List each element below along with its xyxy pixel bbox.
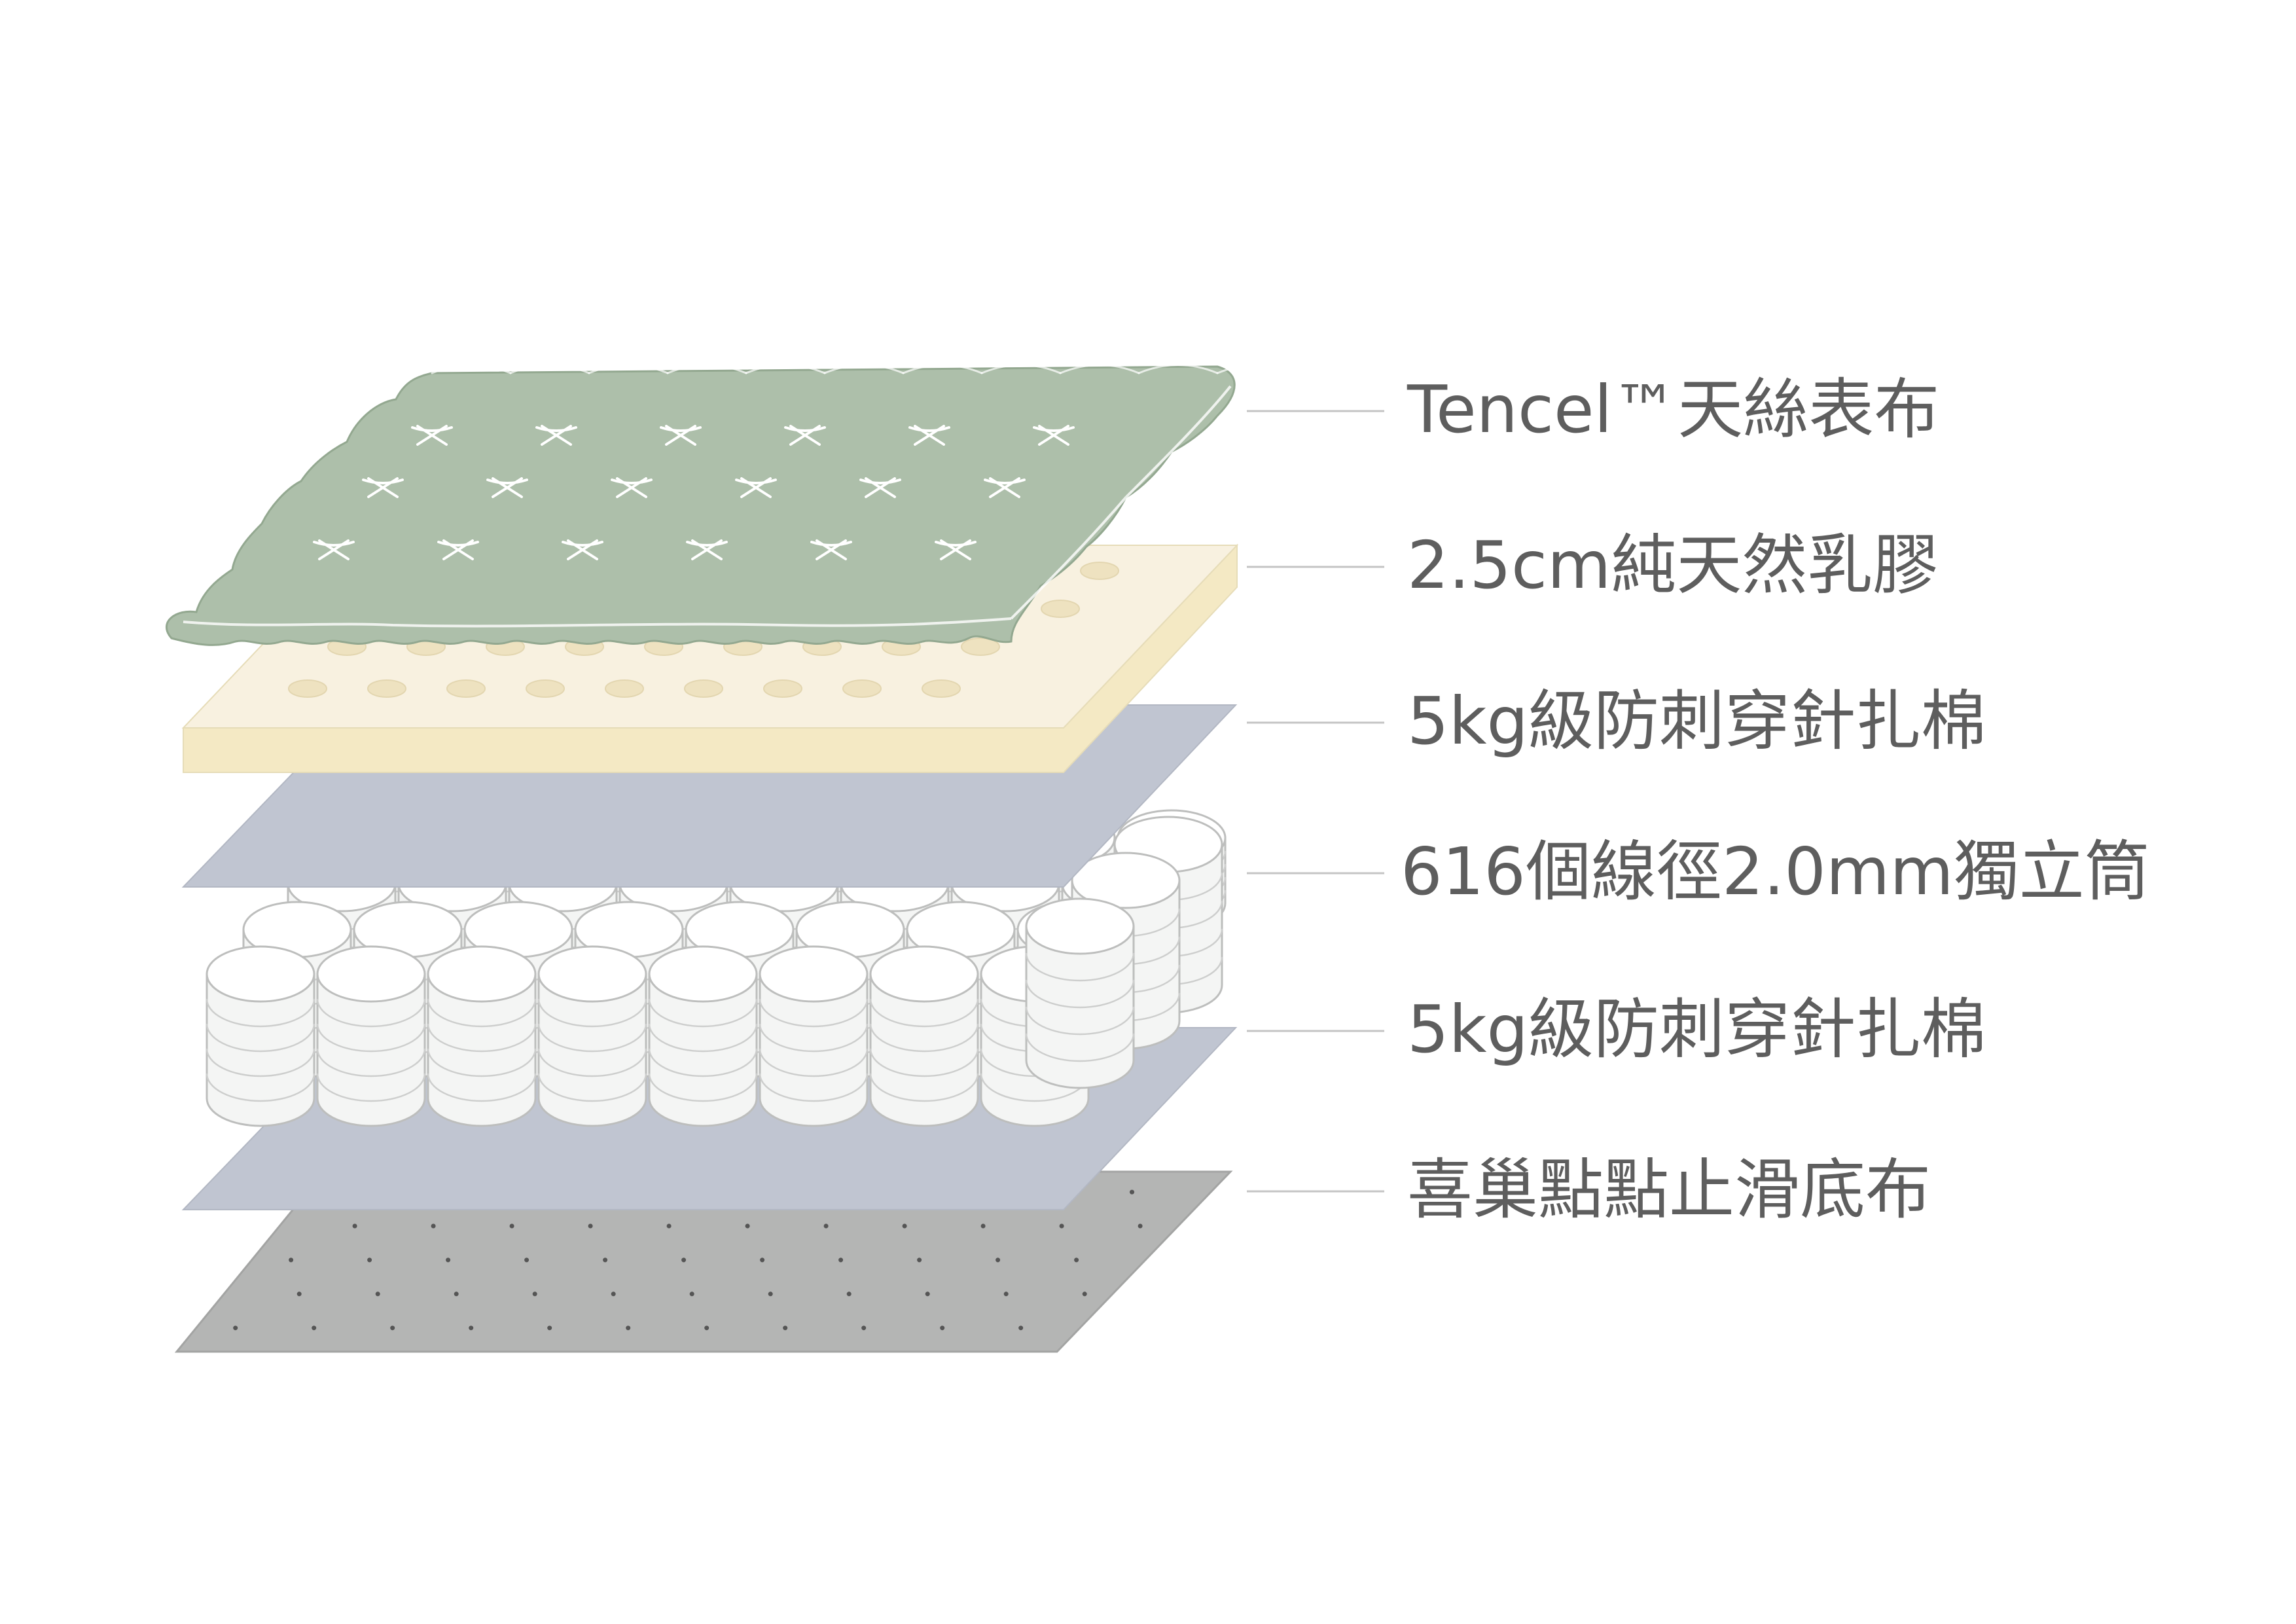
base-dot [1018,1326,1024,1331]
latex-hole [1041,600,1080,618]
quilt-stitch [1033,425,1075,446]
base-dot [626,1326,631,1331]
base-dot [666,1223,672,1229]
base-dot [838,1257,844,1263]
quilt-stitch [437,539,479,560]
latex-pinholes [288,562,1119,698]
latex-hole [1080,562,1119,580]
latex-hole [526,679,565,698]
base-dot [783,1326,788,1331]
quilt-stitch [810,539,852,560]
quilt-stitch [411,425,453,446]
label-base-fabric: 喜巢點點止滑底布 [1407,1151,1931,1228]
base-dot [509,1223,514,1229]
base-dot [352,1223,357,1229]
spring-coil [427,945,537,1127]
base-dot [289,1257,294,1263]
base-dot [296,1291,302,1297]
quilt-stitch [562,539,603,560]
spring-coil [648,945,758,1127]
base-dot [524,1257,529,1263]
latex-hole [763,679,802,698]
base-dot [768,1291,773,1297]
latex-hole [605,679,644,698]
spring-coil [869,945,979,1127]
latex-hole [446,679,486,698]
label-springs: 616個線徑2.0mm獨立筒 [1401,833,2150,910]
base-dot [861,1326,867,1331]
base-dot [704,1326,709,1331]
base-dot [980,1223,986,1229]
spring-coil [206,945,315,1127]
quilt-stitch [611,477,653,498]
base-dot [603,1257,608,1263]
base-dot [367,1257,372,1263]
latex-hole [288,679,327,698]
quilt-stitch [535,425,577,446]
base-dot [940,1326,945,1331]
base-dot [902,1223,907,1229]
quilt-stitch [362,477,404,498]
base-dot [745,1223,750,1229]
quilt-stitch [486,477,528,498]
label-tencel-cover: Tencel™天絲表布 [1407,371,1939,448]
base-dot [1130,1189,1134,1195]
quilt-stitch [859,477,901,498]
base-dot [1082,1291,1087,1297]
spring-coil [316,945,426,1127]
base-dot [823,1223,829,1229]
base-dot [689,1291,694,1297]
quilt-stitch [984,477,1026,498]
base-dot [312,1326,317,1331]
label-latex: 2.5cm純天然乳膠 [1407,527,1938,604]
quilt-stitch [686,539,728,560]
base-dot [454,1291,459,1297]
quilt-stitch [735,477,777,498]
quilt-stitch [935,539,977,560]
base-dot [846,1291,852,1297]
latex-hole [961,638,1000,656]
base-dot [917,1257,922,1263]
base-dot [1074,1257,1079,1263]
spring-coil [759,945,869,1127]
base-dot [1003,1291,1009,1297]
quilt-stitch [313,539,355,560]
latex-hole [367,679,406,698]
latex-hole [842,679,882,698]
spring-coil [1025,897,1135,1089]
base-dot [1138,1223,1143,1229]
base-dot [681,1257,687,1263]
base-dot [469,1326,474,1331]
leader-lines [1247,410,1384,1193]
tencel-cover-layer [166,364,1297,646]
base-dot [588,1223,593,1229]
base-dot [532,1291,537,1297]
layer-labels: Tencel™天絲表布 2.5cm純天然乳膠 5kg級防刺穿針扎棉 616個線徑… [1401,371,2150,1228]
label-felt-bottom: 5kg級防刺穿針扎棉 [1407,991,1986,1068]
label-felt-top: 5kg級防刺穿針扎棉 [1407,683,1986,759]
quilt-stitches [313,364,1297,560]
base-dot [375,1291,380,1297]
base-dot [925,1291,930,1297]
base-dot [233,1326,238,1331]
spring-coil [537,945,647,1127]
base-dot [431,1223,436,1229]
base-dot [1059,1223,1064,1229]
quilt-stitch [908,425,950,446]
latex-hole [684,679,723,698]
base-dot [611,1291,616,1297]
base-dot [390,1326,395,1331]
base-dot [547,1326,552,1331]
quilt-stitch [660,425,702,446]
quilt-stitch [784,425,826,446]
base-dot [996,1257,1001,1263]
latex-hole [922,679,961,698]
base-dot [446,1257,451,1263]
base-dot [760,1257,765,1263]
